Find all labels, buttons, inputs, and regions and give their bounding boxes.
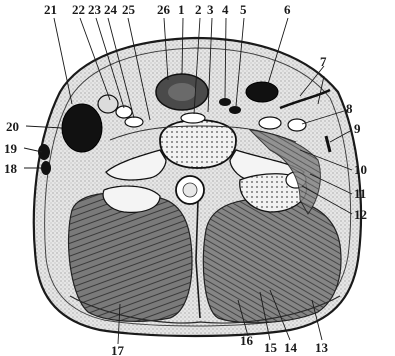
label-11: 11 bbox=[354, 186, 366, 201]
label-22: 22 bbox=[72, 2, 85, 17]
label-18: 18 bbox=[4, 161, 18, 176]
label-26: 26 bbox=[157, 2, 171, 17]
right-internal-jugular-vein bbox=[246, 82, 278, 102]
vessel-5 bbox=[229, 106, 241, 114]
vessel-2 bbox=[181, 113, 205, 123]
label-4: 4 bbox=[222, 2, 229, 17]
label-13: 13 bbox=[315, 340, 329, 355]
label-6: 6 bbox=[284, 2, 291, 17]
right-back-muscle bbox=[203, 199, 341, 323]
label-9: 9 bbox=[354, 121, 361, 136]
label-16: 16 bbox=[240, 333, 254, 348]
label-5: 5 bbox=[240, 2, 247, 17]
vessel-18 bbox=[41, 161, 51, 175]
left-carotid bbox=[98, 95, 118, 113]
vessel-4 bbox=[219, 98, 231, 106]
label-10: 10 bbox=[354, 162, 367, 177]
label-12: 12 bbox=[354, 207, 367, 222]
left-internal-jugular-vein bbox=[62, 104, 102, 152]
label-25: 25 bbox=[122, 2, 136, 17]
label-14: 14 bbox=[284, 340, 298, 355]
label-3: 3 bbox=[207, 2, 214, 17]
label-1: 1 bbox=[178, 2, 185, 17]
label-8: 8 bbox=[346, 101, 353, 116]
vessel-23 bbox=[125, 117, 143, 127]
vessel-8b bbox=[288, 119, 306, 131]
label-15: 15 bbox=[264, 340, 278, 355]
label-17: 17 bbox=[111, 343, 125, 356]
label-2: 2 bbox=[195, 2, 202, 17]
spinal-canal-inner bbox=[183, 183, 197, 197]
vessel-19 bbox=[38, 144, 50, 160]
vessel-8a bbox=[259, 117, 281, 129]
label-21: 21 bbox=[44, 2, 57, 17]
label-19: 19 bbox=[4, 141, 18, 156]
lumen bbox=[168, 83, 196, 101]
label-23: 23 bbox=[88, 2, 102, 17]
label-7: 7 bbox=[320, 54, 327, 69]
label-24: 24 bbox=[104, 2, 118, 17]
label-20: 20 bbox=[6, 119, 19, 134]
